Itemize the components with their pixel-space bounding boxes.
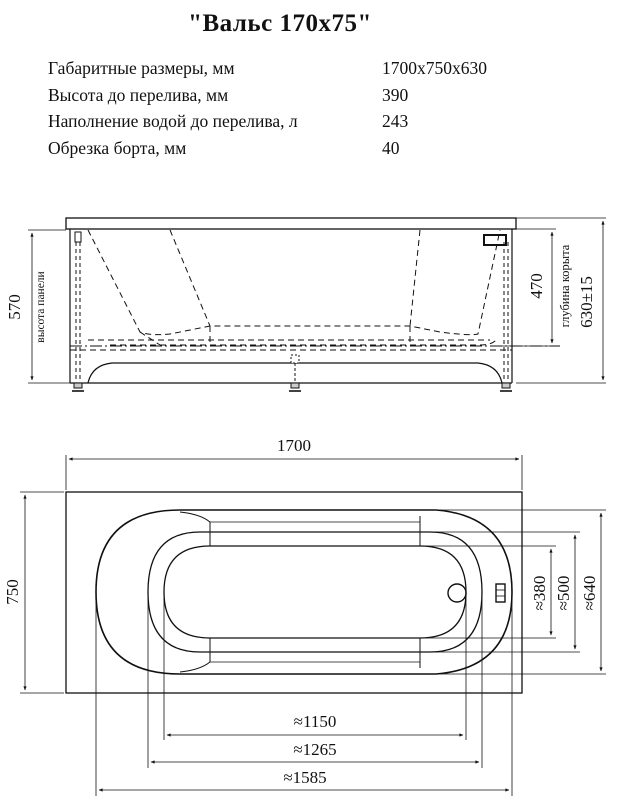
spec-row: Наполнение водой до перелива, л 243 [48,111,608,138]
overflow-icon [495,583,506,603]
dim-total-height: 630±15 [577,276,596,328]
spec-label: Обрезка борта, мм [48,137,187,158]
dim-width: 750 [3,579,22,605]
dim-640: ≈640 [580,576,599,611]
spec-value: 1700x750x630 [382,58,487,78]
dim-500: ≈500 [554,576,573,611]
drain-icon [447,583,467,603]
spec-label: Габаритные размеры, мм [48,58,235,78]
center-leg [289,354,301,392]
basin-hidden-lines [70,229,512,351]
rim-inner-edge [95,509,513,675]
dim-panel-height: 570 [5,294,24,320]
dim-1150: ≈1150 [294,712,337,731]
bath-outline [65,491,523,694]
dim-basin-depth: 470 [527,273,546,299]
dim-380: ≈380 [530,576,549,611]
spec-row: Обрезка борта, мм 40 [48,138,608,165]
spec-label: Наполнение водой до перелива, л [48,111,298,131]
spec-value: 390 [382,84,409,105]
basin-depth-label: глубина корыта [558,244,572,327]
side-view [65,217,560,392]
side-view-dimensions [28,217,606,384]
spec-row: Высота до перелива, мм 390 [48,85,608,112]
left-leg [72,231,84,392]
spec-value: 243 [382,111,409,131]
panel-height-label: высота панели [35,271,47,342]
drawing-title: "Вальс 170x75" [188,10,372,37]
dim-length: 1700 [277,436,311,455]
spec-label: Высота до перелива, мм [48,84,229,105]
dim-1585: ≈1585 [283,768,326,787]
specs-table: Габаритные размеры, мм 1700x750x630 Высо… [48,58,608,164]
right-leg [500,242,512,392]
spec-value: 40 [382,137,400,158]
top-view [65,491,523,694]
top-view-dimensions [20,455,606,796]
basin-bottom [163,545,467,639]
basin-top-edge [147,531,483,653]
spec-row: Габаритные размеры, мм 1700x750x630 [48,58,608,85]
overflow-fitting [483,234,507,246]
dim-1265: ≈1265 [293,740,336,759]
bath-rim [65,217,517,230]
